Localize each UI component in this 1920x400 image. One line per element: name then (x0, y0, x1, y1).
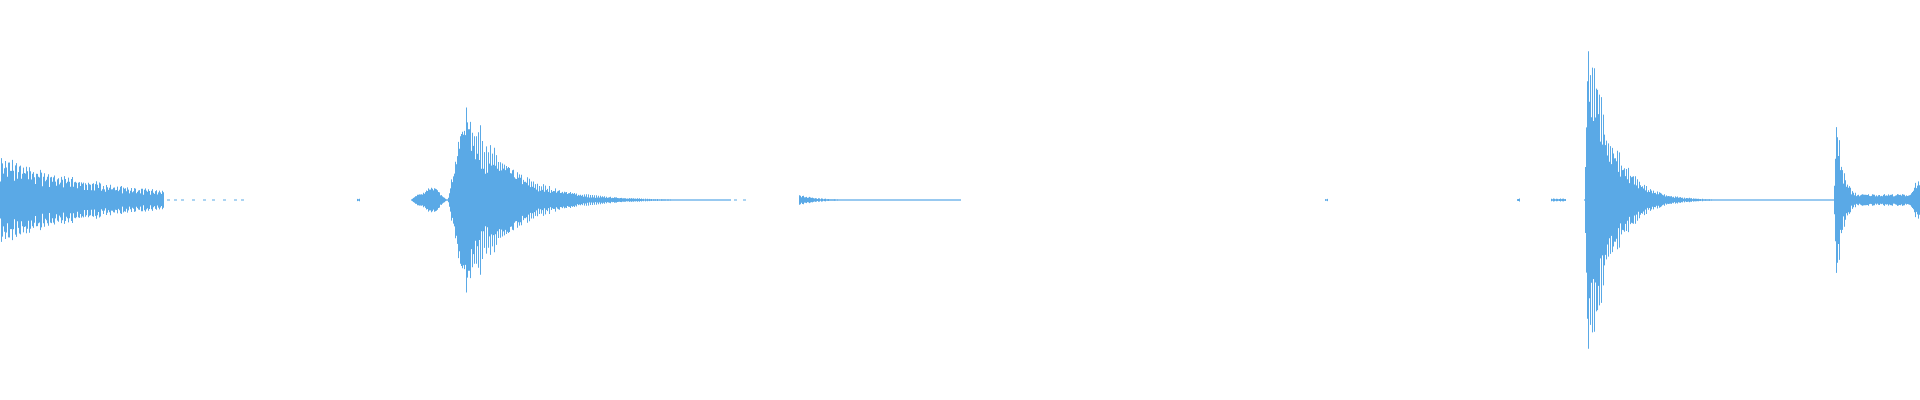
waveform-bars (0, 51, 1920, 349)
